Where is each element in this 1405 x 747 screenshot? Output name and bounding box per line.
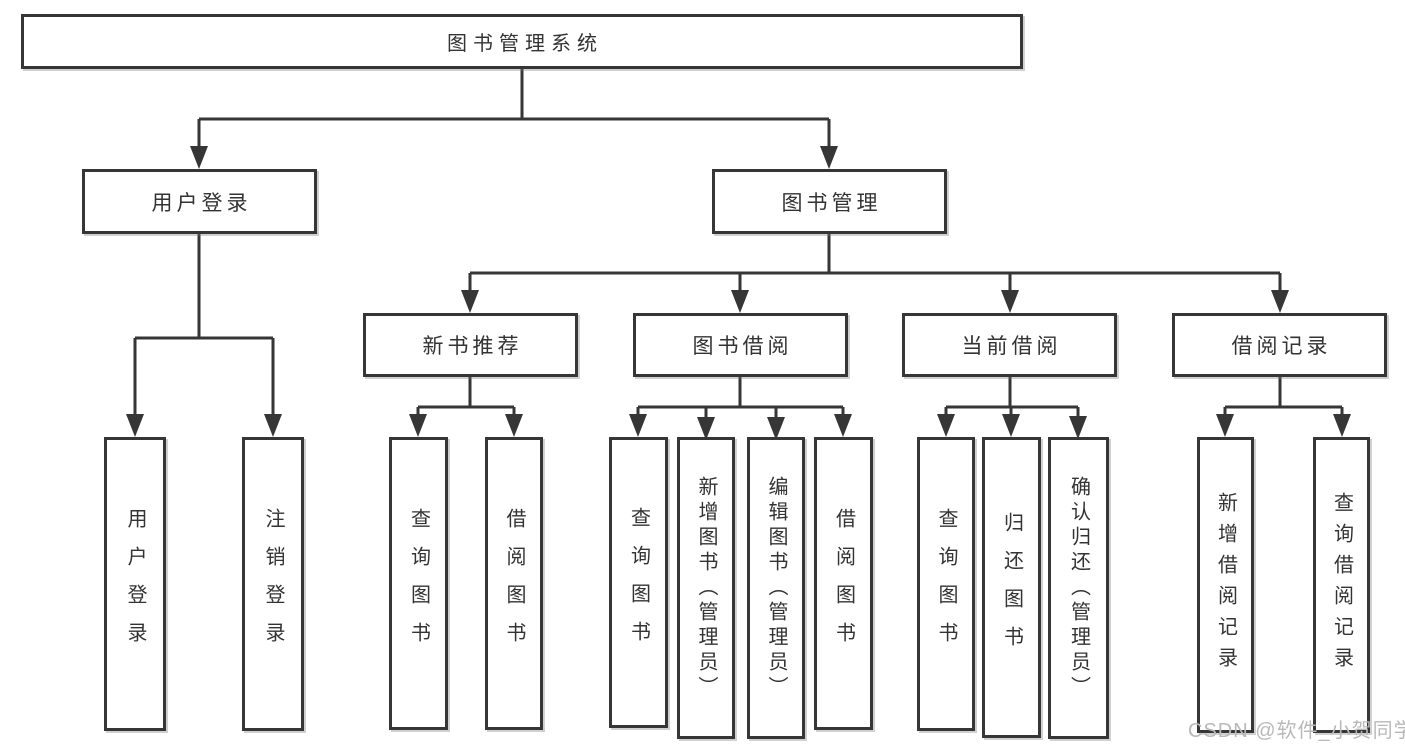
arrow-down-icon	[505, 414, 523, 437]
connector-user-login-to-children	[135, 234, 273, 340]
node-user-login: 用户登录	[82, 169, 317, 234]
connector-borrow-records-to-children	[1225, 377, 1342, 409]
leaf-query-borrow-record: 查询借阅记录	[1313, 437, 1370, 733]
connector-current-borrowing-to-children	[946, 377, 1078, 409]
node-current-borrowing: 当前借阅	[902, 313, 1117, 377]
leaf-confirm-return-admin: 确认归还（管理员）	[1048, 437, 1109, 739]
arrow-down-icon	[820, 146, 838, 169]
arrow-down-icon	[1001, 290, 1019, 313]
leaf-return-book: 归还图书	[982, 437, 1041, 738]
leaf-borrow-books-recommend: 借阅图书	[485, 437, 543, 730]
leaf-borrow-books-borrowing: 借阅图书	[814, 437, 873, 730]
arrow-down-icon	[1216, 414, 1234, 437]
arrow-down-icon	[1069, 416, 1087, 439]
arrow-down-icon	[731, 290, 749, 313]
node-book-management: 图书管理	[712, 169, 947, 234]
arrow-down-icon	[409, 414, 427, 437]
leaf-query-books-borrowing: 查询图书	[609, 437, 668, 728]
arrow-down-icon	[1333, 414, 1351, 437]
leaf-add-book-admin: 新增图书（管理员）	[677, 437, 735, 739]
node-library-management-system: 图书管理系统	[21, 14, 1023, 69]
connector-book-management-to-level3	[470, 234, 1280, 275]
csdn-watermark: CSDN @软件_小贺同学	[1188, 720, 1405, 742]
node-book-borrowing: 图书借阅	[633, 313, 848, 377]
connector-new-book-recommend-to-children	[418, 377, 514, 409]
arrow-down-icon	[629, 414, 647, 437]
leaf-query-books-recommend: 查询图书	[389, 437, 448, 730]
leaf-query-books-current: 查询图书	[917, 437, 975, 731]
arrow-down-icon	[937, 414, 955, 437]
leaf-add-borrow-record: 新增借阅记录	[1197, 437, 1254, 733]
leaf-edit-book-admin: 编辑图书（管理员）	[747, 437, 805, 739]
connector-root-to-level2	[199, 69, 829, 121]
arrow-down-icon	[190, 146, 208, 169]
arrow-down-icon	[697, 417, 715, 440]
node-borrow-records: 借阅记录	[1172, 313, 1387, 377]
arrow-down-icon	[834, 414, 852, 437]
arrow-down-icon	[461, 290, 479, 313]
arrow-down-icon	[1002, 414, 1020, 437]
connector-book-borrowing-to-children	[638, 377, 843, 409]
node-new-book-recommend: 新书推荐	[363, 313, 578, 377]
arrow-down-icon	[264, 414, 282, 437]
leaf-user-login: 用户登录	[104, 437, 166, 731]
arrow-down-icon	[1271, 290, 1289, 313]
arrow-down-icon	[126, 414, 144, 437]
arrow-down-icon	[767, 417, 785, 440]
leaf-logout-login: 注销登录	[242, 437, 304, 731]
arrowheads-group	[126, 119, 1351, 440]
